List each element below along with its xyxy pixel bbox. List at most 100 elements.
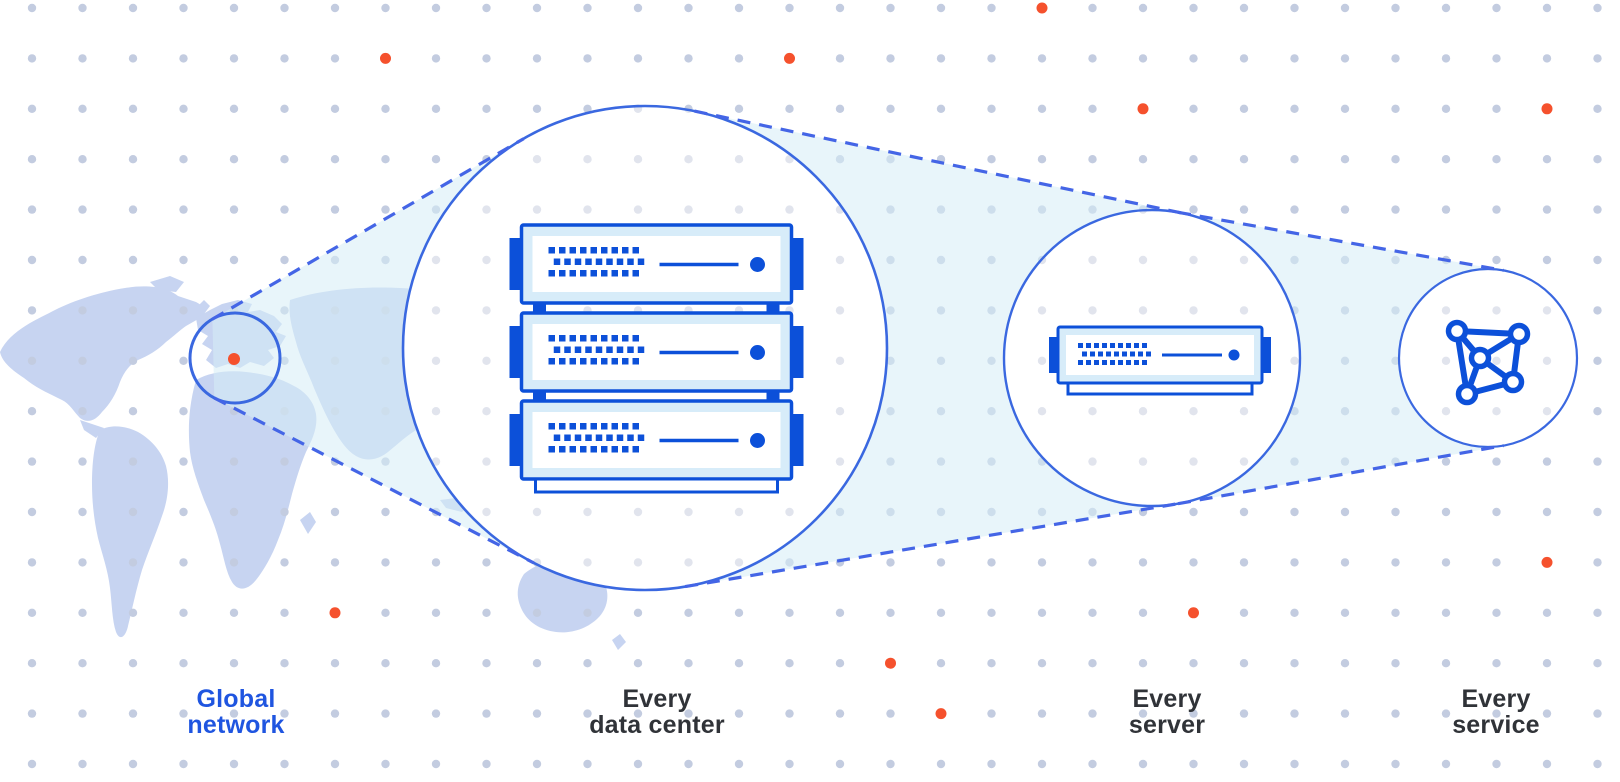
grid-dot xyxy=(1037,558,1047,567)
grid-dot xyxy=(179,306,188,315)
grid-dot xyxy=(229,255,239,265)
grid-dot xyxy=(1138,659,1148,668)
vent-dot xyxy=(1078,343,1083,348)
grid-dot xyxy=(1441,659,1451,668)
grid-dot-faint xyxy=(482,356,491,365)
grid-dot xyxy=(229,709,239,718)
server-ear-left xyxy=(1049,337,1058,373)
grid-dot xyxy=(1492,54,1501,63)
vent-dot xyxy=(601,335,608,342)
grid-dot xyxy=(1492,507,1501,517)
grid-dot xyxy=(280,608,289,617)
continent-north-america xyxy=(0,286,205,421)
grid-dot xyxy=(1239,155,1249,164)
grid-dot xyxy=(482,759,491,769)
grid-dot xyxy=(128,659,138,668)
vent-dot xyxy=(1086,343,1091,348)
grid-dot xyxy=(1037,104,1047,114)
grid-dot-faint xyxy=(482,255,491,265)
vent-dot xyxy=(632,247,639,254)
caption-line: Every xyxy=(1132,685,1202,713)
grid-dot xyxy=(128,759,138,769)
grid-dot xyxy=(78,558,87,567)
grid-dot xyxy=(1593,255,1602,265)
server-ear-right xyxy=(1262,337,1271,373)
network-node-center xyxy=(1468,346,1492,370)
grid-dot xyxy=(936,558,946,567)
grid-dot xyxy=(1340,608,1350,617)
grid-dot xyxy=(1441,709,1451,718)
continent-south-america xyxy=(92,426,169,638)
grid-dot xyxy=(27,759,37,769)
grid-dot xyxy=(1391,659,1400,668)
grid-dot xyxy=(785,608,794,617)
grid-dot xyxy=(684,659,693,668)
grid-dot-faint xyxy=(532,155,542,164)
grid-dot xyxy=(27,356,37,365)
caption-line: Every xyxy=(1461,685,1531,713)
grid-dot xyxy=(1391,54,1400,63)
grid-dot xyxy=(532,104,542,114)
vent-dot xyxy=(1102,360,1107,365)
grid-dot xyxy=(330,507,340,517)
grid-dot xyxy=(128,507,138,517)
grid-dot-faint xyxy=(583,155,592,164)
vent-dot xyxy=(564,434,571,441)
grid-dot xyxy=(128,54,138,63)
vent-dot xyxy=(606,434,613,441)
vent-dot xyxy=(606,258,613,265)
vent-dot xyxy=(580,270,587,277)
grid-dot xyxy=(128,255,138,265)
grid-dot xyxy=(128,558,138,567)
grid-dot xyxy=(785,759,794,769)
grid-dot-faint xyxy=(431,306,441,315)
grid-dot xyxy=(128,205,138,214)
grid-dot xyxy=(330,104,340,114)
grid-dot xyxy=(78,356,87,365)
vent-dot xyxy=(632,446,639,453)
grid-dot xyxy=(280,558,289,567)
grid-dot xyxy=(1290,608,1299,617)
grid-dot xyxy=(886,54,895,63)
grid-dot-faint xyxy=(482,457,491,466)
vent-dot xyxy=(601,423,608,430)
grid-dot xyxy=(179,255,188,265)
grid-dot xyxy=(633,54,643,63)
grid-dot xyxy=(78,659,87,668)
grid-dot xyxy=(1189,659,1198,668)
grid-dot xyxy=(1593,709,1602,718)
grid-dot xyxy=(1542,759,1552,769)
grid-dot xyxy=(1340,54,1350,63)
grid-dot xyxy=(1542,3,1552,13)
server-unit xyxy=(509,223,804,305)
grid-dot-faint xyxy=(1088,457,1097,466)
grid-dot xyxy=(1542,709,1552,718)
grid-dot xyxy=(633,659,643,668)
grid-dot xyxy=(1593,558,1602,567)
grid-dot xyxy=(78,255,87,265)
grid-dot xyxy=(734,104,744,114)
grid-dot xyxy=(1138,3,1148,13)
vent-dot xyxy=(627,346,634,353)
grid-dot xyxy=(128,3,138,13)
vent-dot xyxy=(1134,343,1139,348)
grid-dot xyxy=(78,709,87,718)
grid-dot-faint xyxy=(1189,255,1198,265)
grid-dot xyxy=(1441,759,1451,769)
grid-dot xyxy=(1088,558,1097,567)
grid-dot xyxy=(1138,759,1148,769)
zoom-beam-dashes xyxy=(211,109,1504,589)
vent-dot xyxy=(590,358,597,365)
grid-dot-faint xyxy=(684,155,693,164)
caption-every-service: Every service xyxy=(1346,686,1620,738)
grid-dot xyxy=(1189,3,1198,13)
grid-dot xyxy=(1189,709,1198,718)
island-madagascar xyxy=(300,512,316,534)
vent-dot xyxy=(1130,351,1135,357)
grid-dot-faint xyxy=(583,558,592,567)
grid-dot xyxy=(734,709,744,718)
vent-dot xyxy=(585,258,592,265)
server-circle xyxy=(1002,208,1302,508)
grid-dot-faint xyxy=(1138,457,1148,466)
